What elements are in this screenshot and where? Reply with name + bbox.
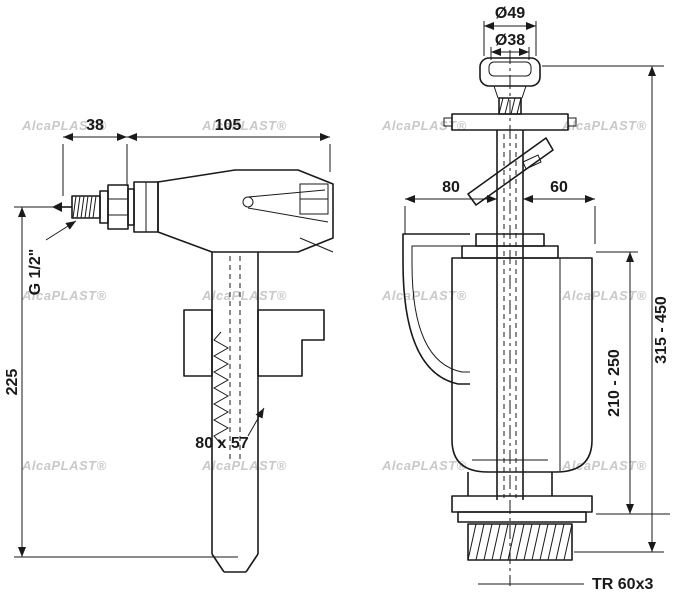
watermark: AlcaPLAST®: [22, 288, 107, 303]
dim-label-dia38: Ø38: [495, 32, 525, 49]
thread-label-tr60: TR 60x3: [592, 576, 653, 593]
flush-valve-view: Ø49 Ø38: [402, 5, 670, 593]
supply-tube: [211, 252, 259, 573]
dim-label-38: 38: [86, 117, 104, 134]
dim-225: 225: [4, 206, 238, 558]
watermark: AlcaPLAST®: [202, 288, 287, 303]
watermark: AlcaPLAST®: [562, 288, 647, 303]
mounting-bracket: [183, 309, 325, 377]
dim-dia-49: Ø49: [483, 5, 537, 56]
dim-label-80: 80: [442, 179, 460, 196]
dim-80-60: 80 60: [404, 179, 596, 244]
watermark: AlcaPLAST®: [22, 458, 107, 473]
watermark: AlcaPLAST®: [202, 118, 287, 133]
dim-80x57: 80 x 57: [195, 407, 265, 452]
dim-315-450: 315 - 450: [542, 65, 670, 553]
base-thread: [451, 472, 593, 561]
watermark: AlcaPLAST®: [202, 458, 287, 473]
dim-38-105: 38 105: [62, 117, 331, 196]
valve-body: [451, 257, 593, 473]
overflow-tube: [496, 130, 524, 500]
push-button: [479, 57, 541, 115]
thread-callout-tr60: TR 60x3: [478, 576, 653, 593]
top-flange: [443, 113, 577, 131]
dim-label-225: 225: [4, 369, 21, 396]
dim-label-dia49: Ø49: [495, 5, 525, 22]
overflow-funnel: [402, 233, 470, 385]
dim-label-210-250: 210 - 250: [606, 349, 623, 417]
watermark: AlcaPLAST®: [22, 118, 107, 133]
dim-label-105: 105: [215, 117, 242, 134]
watermark: AlcaPLAST®: [382, 288, 467, 303]
fill-valve-view: 38 105 225 G 1/2": [4, 117, 334, 573]
inlet-shank: [52, 181, 159, 233]
thread-label-g12: G 1/2": [27, 249, 44, 296]
dim-label-315-450: 315 - 450: [653, 296, 670, 364]
watermark: AlcaPLAST®: [562, 118, 647, 133]
dim-label-80x57: 80 x 57: [195, 435, 248, 452]
dim-label-60: 60: [550, 179, 568, 196]
thread-callout-g12: G 1/2": [27, 220, 77, 296]
flush-lever: [467, 137, 554, 206]
fill-valve-body: [157, 169, 334, 253]
watermark: AlcaPLAST®: [382, 458, 467, 473]
watermark: AlcaPLAST®: [382, 118, 467, 133]
dim-210-250: 210 - 250: [596, 251, 670, 515]
watermark: AlcaPLAST®: [562, 458, 647, 473]
